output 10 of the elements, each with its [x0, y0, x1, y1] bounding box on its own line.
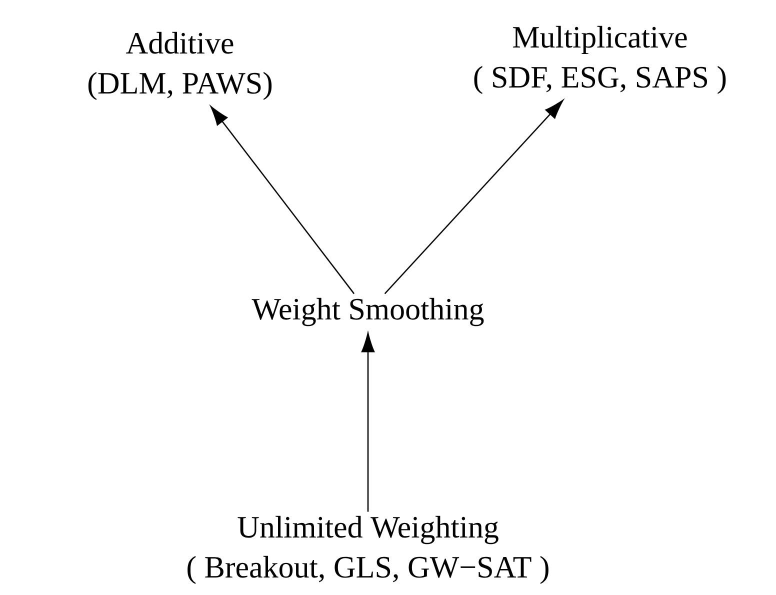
node-title: Multiplicative [513, 26, 687, 54]
arrow [361, 332, 375, 512]
arrow [384, 100, 564, 294]
node-subtitle: ( Breakout, GLS, GW−SAT ) [188, 556, 548, 584]
node-title: Weight Smoothing [252, 298, 484, 326]
arrow [210, 106, 355, 294]
node-title: Unlimited Weighting [238, 516, 498, 544]
node-subtitle: (DLM, PAWS) [88, 72, 272, 100]
node-title: Additive [126, 32, 234, 54]
node-subtitle: ( SDF, ESG, SAPS ) [474, 66, 726, 94]
